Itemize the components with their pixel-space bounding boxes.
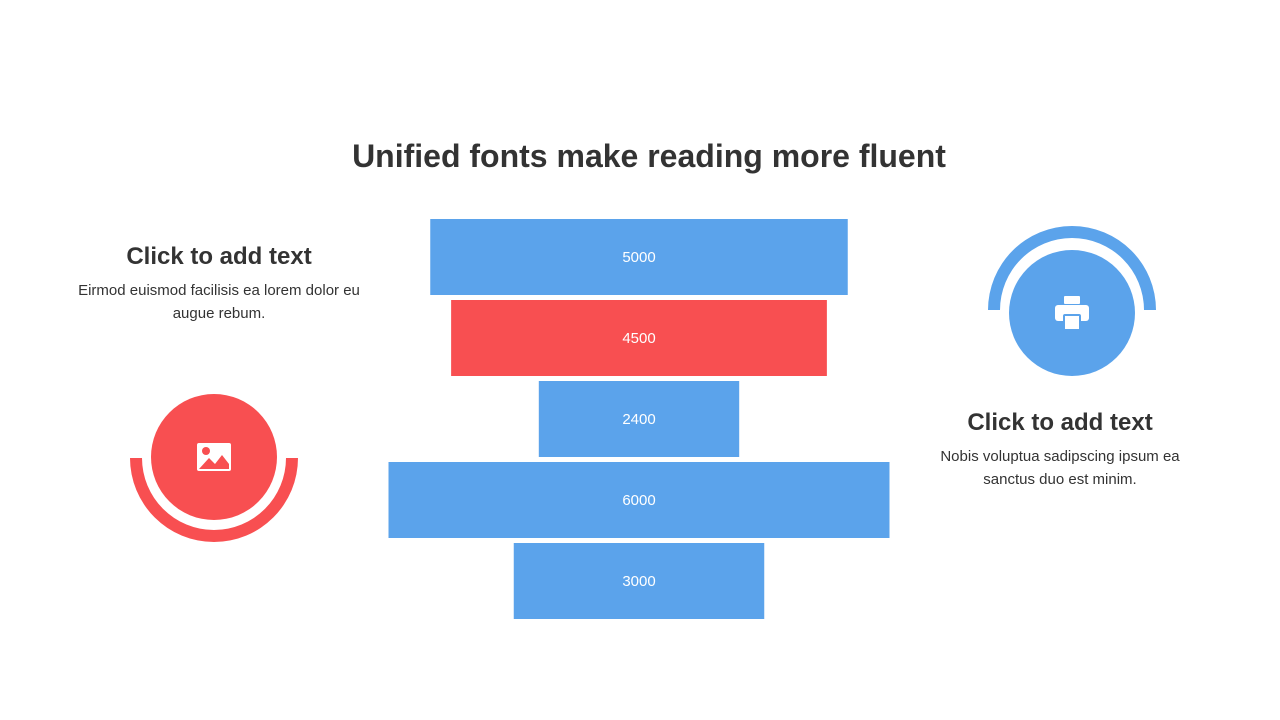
right-heading[interactable]: Click to add text [967,409,1153,436]
image-icon [197,443,231,471]
funnel-bar-2 [451,300,827,376]
right-badge-arc [988,226,1156,310]
funnel-bar-label-1: 5000 [622,249,655,266]
left-badge-arc [130,458,298,542]
funnel-bar-3 [538,381,740,457]
funnel-bar-label-2: 4500 [622,330,655,347]
left-text-block[interactable]: Click to add text Eirmod euismod facilis… [70,243,368,325]
funnel-bar-label-4: 6000 [622,492,655,509]
funnel-bar-label-3: 2400 [622,411,655,428]
funnel-bar-5 [513,543,765,619]
right-body-text[interactable]: Nobis voluptua sadipscing ipsum ea sanct… [940,448,1180,488]
left-body-text[interactable]: Eirmod euismod facilisis ea lorem dolor … [78,282,360,322]
funnel-bar-1 [430,219,848,295]
page-title: Unified fonts make reading more fluent [352,138,946,174]
right-icon-badge [980,222,1166,387]
funnel-bar-4 [388,462,890,538]
funnel-bar-label-5: 3000 [622,573,655,590]
printer-icon [1055,296,1089,331]
left-icon-badge [120,385,306,550]
right-text-block[interactable]: Click to add text Nobis voluptua sadipsc… [918,409,1202,491]
left-heading[interactable]: Click to add text [126,243,312,270]
